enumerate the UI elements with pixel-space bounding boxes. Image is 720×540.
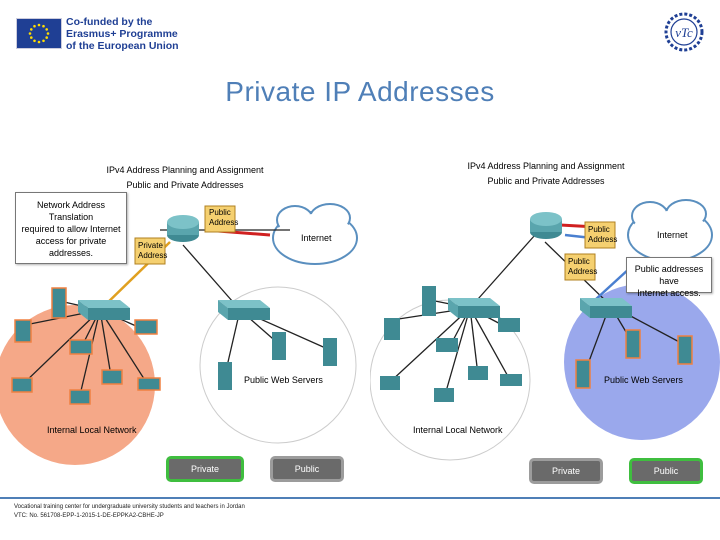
right-public-tag-1-line-2: Address [588,235,618,244]
right-public-tag-2-line-1: Public [568,257,590,266]
right-local-network-label: Internal Local Network [413,425,503,435]
footer-line-1: Vocational training center for undergrad… [14,504,245,510]
right-heading-line-1: IPv4 Address Planning and Assignment [467,161,625,171]
left-local-network-label: Internal Local Network [47,425,137,435]
left-public-tag-label: Public Address [209,208,238,228]
right-public-addresses-button[interactable]: Public Addresses [629,458,703,496]
left-public-tag-line-2: Address [209,218,239,227]
nat-callout-line-1: Network Address Translation [36,200,106,222]
eu-text-line-2: Erasmus+ Programme [66,28,178,40]
right-public-tag-2-line-2: Address [568,267,598,276]
footer-divider [0,497,720,499]
return-link [594,267,631,301]
right-panel-heading: IPv4 Address Planning and Assignment Pub… [446,159,646,189]
eu-funding-text: Co-funded by the Erasmus+ Programme of t… [66,16,216,52]
left-private-tag-line-1: Private [138,241,163,250]
laptop-icon [498,318,520,332]
eu-flag-logo [16,18,62,49]
left-heading-line-1: IPv4 Address Planning and Assignment [106,165,264,175]
web-server-zone [199,286,357,444]
eu-text-line-1: Co-funded by the [66,16,153,28]
desktop-icon [69,389,91,405]
public-address-tag [204,205,236,233]
right-public-tag-1-line-1: Public [588,225,610,234]
footer-line-2: VTC: No. 561708-EPP-1-2015-1-DE-EPPKA2-C… [14,513,164,519]
desktop-icon [380,376,400,390]
private-address-tag [134,237,166,265]
right-internet-label: Internet [657,230,688,240]
left-internet-label: Internet [301,233,332,243]
left-public-tag-line-1: Public [209,208,231,217]
switch-icon [218,300,270,320]
internet-cloud [627,199,713,262]
public-callout-line-1: Public addresses have [634,264,704,286]
server-icon [422,286,436,316]
nat-callout-line-3: access for private addresses. [35,236,107,258]
left-private-tag-line-2: Address [138,251,168,260]
vtc-logo: vTc [660,12,708,52]
left-network-diagram [0,203,358,465]
desktop-icon [468,366,488,380]
right-public-tag-1-label: Public Address [588,225,617,245]
right-private-addresses-button[interactable]: Private Addresses [529,458,603,496]
desktop-icon [434,388,454,402]
left-private-addresses-button[interactable]: Private Addresses [166,456,244,494]
web-server-icon [272,332,286,360]
page-title: Private IP Addresses [225,76,495,107]
desktop-icon [11,377,33,393]
switch-icon [78,300,130,320]
laptop-icon [134,319,158,335]
eu-text-line-3: of the European Union [66,40,179,52]
footer: Vocational training center for undergrad… [14,503,245,521]
web-server-icon [323,338,337,366]
nat-callout-line-2: required to allow Internet [21,224,121,234]
laptop-icon [436,338,458,352]
server-icon [51,287,67,319]
web-server-icon [625,329,641,359]
public-address-tag [564,253,596,281]
switch-icon [448,298,500,318]
web-server-icon [575,359,591,389]
desktop-icon [137,377,161,391]
server-icon [384,318,400,340]
left-heading-line-2: Public and Private Addresses [126,180,244,190]
internal-network-zone [0,305,155,465]
left-private-tag-label: Private Address [138,241,167,261]
server-icon [14,319,32,343]
web-server-icon [218,362,232,390]
public-address-tag [584,221,616,249]
switch-icon [580,298,632,318]
left-panel-heading: IPv4 Address Planning and Assignment Pub… [85,163,285,193]
svg-text:vTc: vTc [675,25,693,40]
router-icon [167,215,199,242]
left-public-addresses-button[interactable]: Public Addresses [270,456,344,494]
nat-callout: Network Address Translation required to … [15,192,127,264]
right-heading-line-2: Public and Private Addresses [487,176,605,186]
desktop-icon [101,369,123,385]
right-network-diagram [370,199,720,461]
internet-cloud [272,203,358,265]
desktop-icon [500,374,522,386]
router-icon [530,212,562,239]
laptop-icon [69,339,93,355]
public-callout-line-2: Internet access. [637,288,701,298]
right-public-tag-2-label: Public Address [568,257,597,277]
right-web-servers-label: Public Web Servers [604,375,683,385]
public-access-callout: Public addresses have Internet access. [626,257,712,298]
web-server-icon [677,335,693,365]
left-web-servers-label: Public Web Servers [244,375,323,385]
